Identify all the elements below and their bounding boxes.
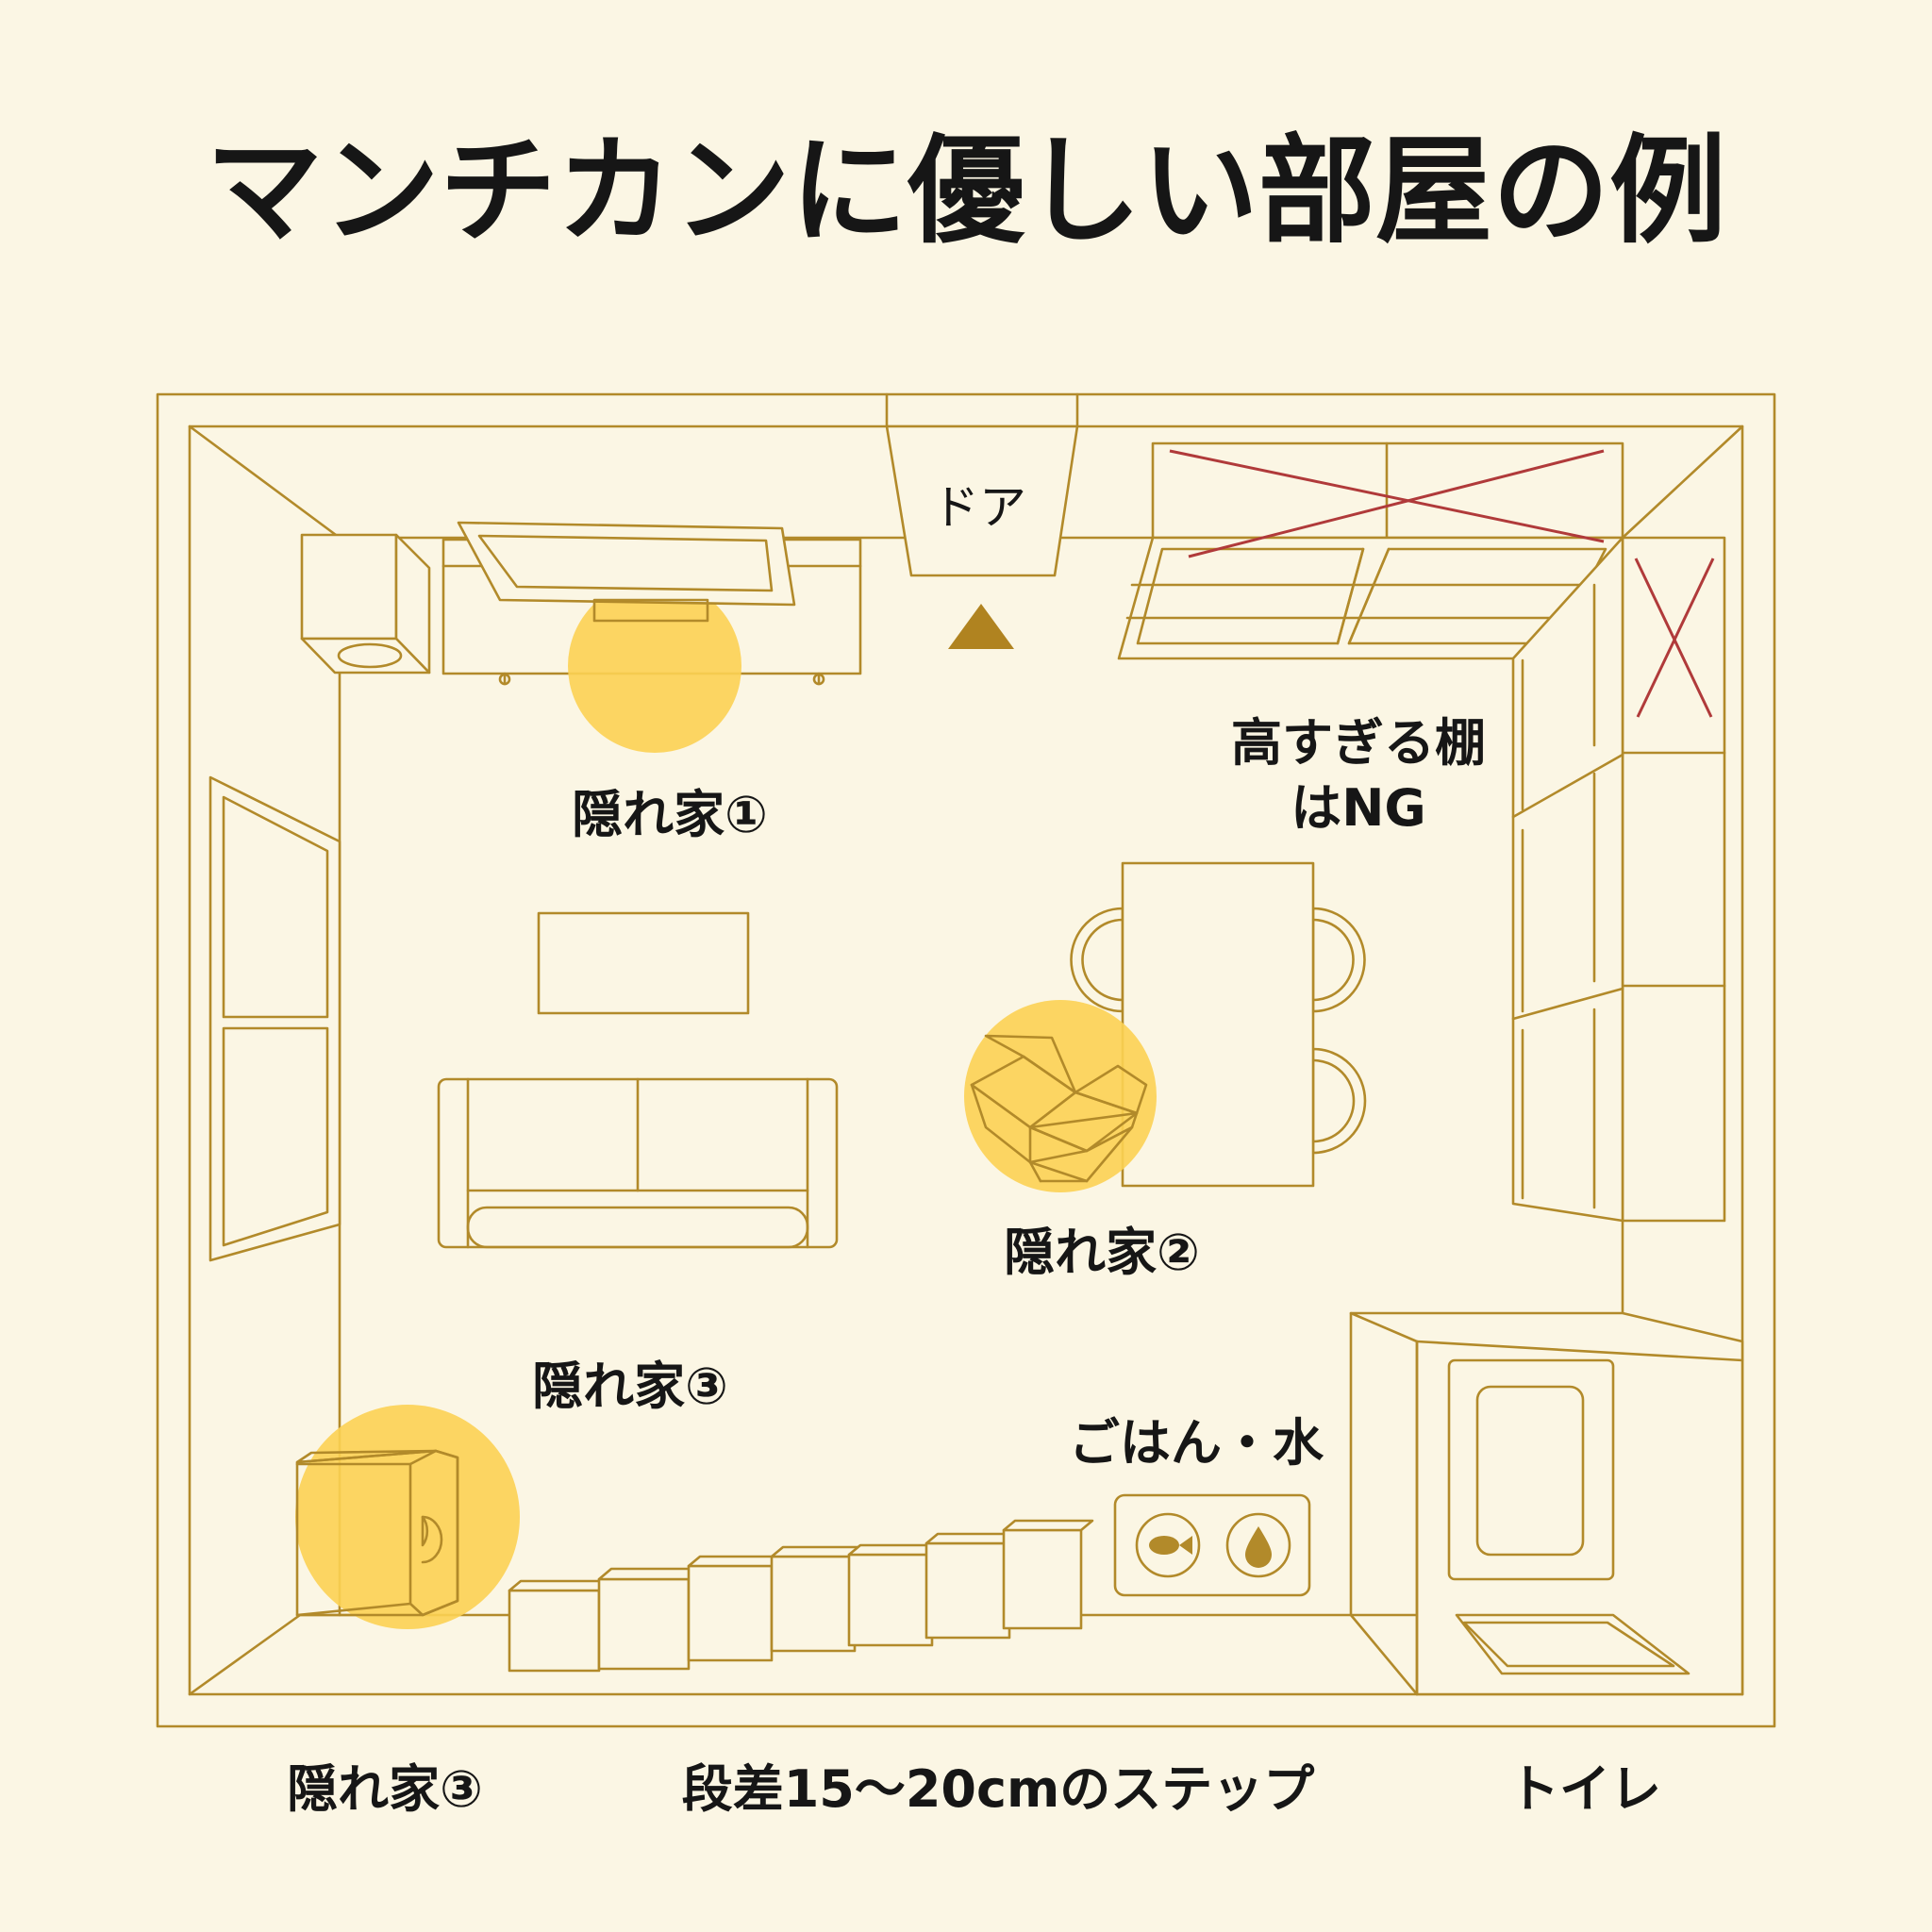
bottom-label-steps: 段差15〜20cmのステップ xyxy=(682,1759,1315,1819)
hideout3-highlight xyxy=(295,1405,520,1629)
hideout2-highlight xyxy=(964,1000,1157,1192)
hideout3-inside-label: 隠れ家③ xyxy=(532,1357,728,1416)
door-label: ドア xyxy=(932,480,1026,535)
ng-cross-icon xyxy=(1636,558,1715,718)
ng-cross-icon xyxy=(1169,449,1605,543)
dining-table xyxy=(1070,861,1367,1188)
toilet-area xyxy=(1349,1311,1744,1696)
ng-cross-icon xyxy=(1634,558,1713,718)
hideout2-label: 隠れ家② xyxy=(1004,1223,1200,1282)
high-shelf-top xyxy=(1117,441,1624,660)
ng-cross-icon xyxy=(1188,449,1605,558)
food-water-tray xyxy=(1113,1493,1311,1597)
sofa xyxy=(437,1077,839,1249)
coffee-table xyxy=(537,911,750,1015)
bottom-label-hideout3: 隠れ家③ xyxy=(287,1759,483,1819)
speaker-cabinet xyxy=(300,533,431,675)
cardboard-box xyxy=(970,1034,1148,1183)
window xyxy=(208,775,341,1262)
water-drop-icon xyxy=(1245,1526,1272,1568)
tv xyxy=(457,521,796,623)
shelf-ng-label-line2: はNG xyxy=(1291,778,1426,838)
door: ドア xyxy=(885,392,1079,649)
steps xyxy=(508,1519,1094,1673)
shelf-ng-label-line1: 高すぎる棚 xyxy=(1231,713,1486,773)
high-shelf-side xyxy=(1511,536,1726,1223)
bottom-label-toilet: トイレ xyxy=(1508,1759,1661,1819)
cat-house xyxy=(295,1449,459,1617)
hideout1-label: 隠れ家① xyxy=(572,785,768,844)
door-arrow-icon xyxy=(948,604,1014,649)
page-title: マンチカンに優しい部屋の例 xyxy=(206,123,1726,259)
fish-icon xyxy=(1149,1536,1192,1555)
food-water-label: ごはん・水 xyxy=(1069,1413,1324,1473)
hideout1-highlight xyxy=(568,579,741,753)
